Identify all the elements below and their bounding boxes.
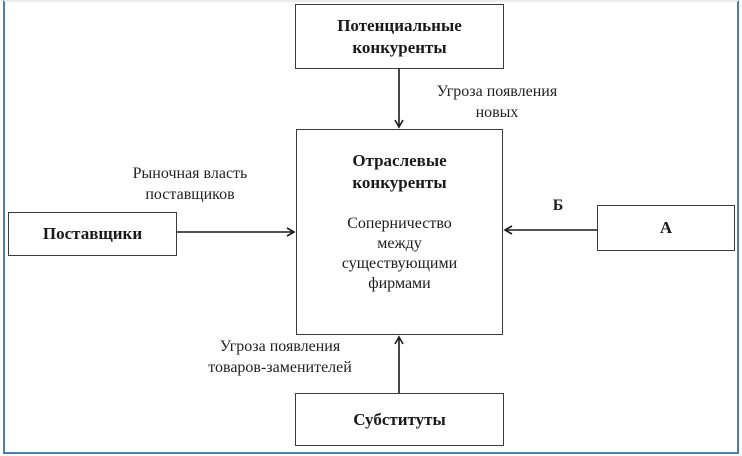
edge-label-line: Угроза появления bbox=[436, 83, 558, 100]
node-suppliers: Поставщики bbox=[8, 212, 177, 256]
edge-label-line: Угроза появления bbox=[219, 338, 341, 355]
edge-label-new-entrants: Угроза появления новых bbox=[412, 81, 582, 123]
edge-label-substitutes-threat: Угроза появления товаров-заменителей bbox=[180, 336, 380, 378]
edge-label-line: Рыночная власть bbox=[132, 165, 248, 182]
node-a: А bbox=[597, 205, 735, 251]
node-title: А bbox=[659, 218, 673, 237]
node-title: Потенциальные bbox=[337, 15, 462, 35]
node-description: существующими bbox=[341, 255, 458, 272]
node-title: Субституты bbox=[353, 409, 446, 429]
node-title: Поставщики bbox=[42, 224, 143, 243]
diagram-frame bbox=[3, 0, 739, 454]
node-potential-competitors: Потенциальные конкуренты bbox=[295, 4, 504, 69]
node-title: конкуренты bbox=[352, 173, 447, 192]
edge-label-b: Б bbox=[552, 197, 564, 214]
node-substitutes: Субституты bbox=[295, 393, 504, 446]
node-description: Соперничество bbox=[347, 215, 452, 232]
edge-label-line: поставщиков bbox=[145, 186, 235, 203]
node-industry-competitors: Отраслевые конкуренты Соперничество межд… bbox=[296, 129, 503, 335]
edge-label-supplier-power: Рыночная власть поставщиков bbox=[110, 163, 270, 205]
node-title: конкуренты bbox=[352, 37, 447, 57]
node-title: Отраслевые bbox=[352, 151, 447, 170]
edge-label-line: товаров-заменителей bbox=[208, 359, 352, 376]
node-description: фирмами bbox=[368, 275, 431, 292]
edge-label-line: новых bbox=[475, 104, 519, 121]
node-description: между bbox=[377, 235, 422, 252]
